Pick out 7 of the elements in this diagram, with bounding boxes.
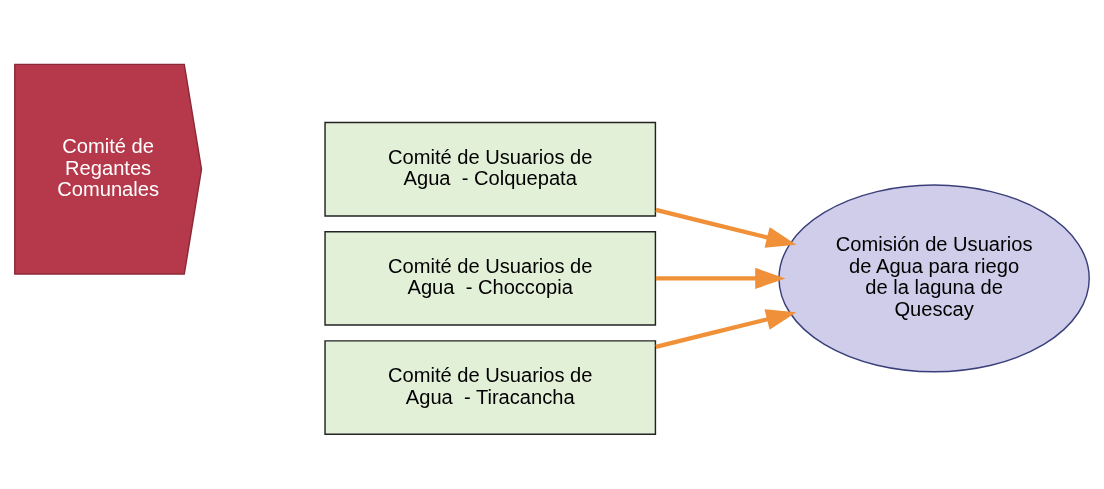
node-ellipse: Comisión de Usuarios de Agua para riego de la laguna de Quescay: [778, 183, 1090, 372]
node-box: Comité de Usuarios de Agua - Choccopia: [324, 230, 657, 326]
arrow: [655, 267, 786, 289]
node-box: Comité de Usuarios de Agua - Tiracancha: [324, 339, 657, 435]
arrow: [655, 308, 797, 349]
arrow: [655, 207, 797, 248]
node-box: Comité de Usuarios de Agua - Colquepata: [324, 121, 657, 217]
